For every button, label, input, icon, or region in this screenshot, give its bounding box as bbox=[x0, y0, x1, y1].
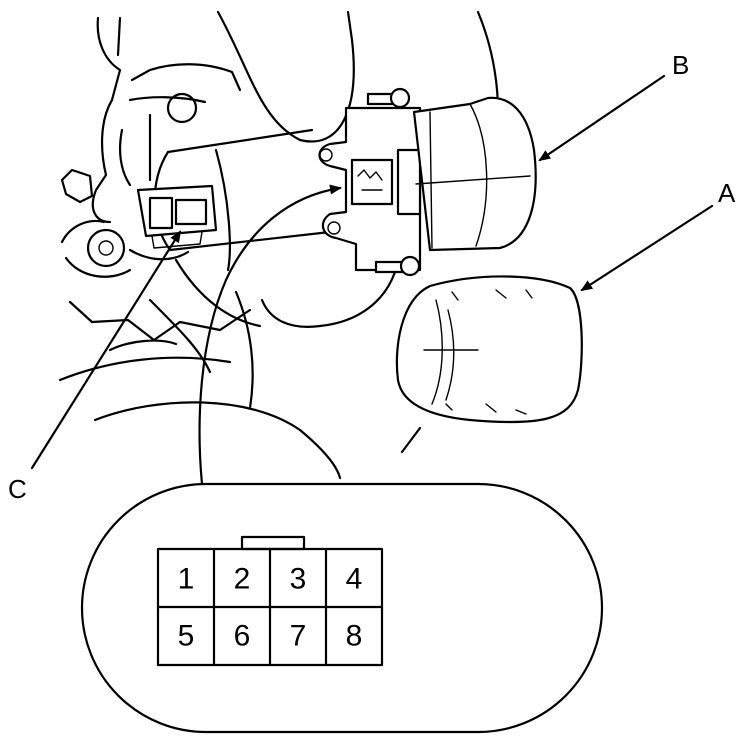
connector-locking-tab bbox=[240, 535, 306, 551]
lower-bolt bbox=[374, 255, 421, 277]
callout-a-label: A bbox=[718, 178, 736, 208]
switch-assembly bbox=[318, 87, 537, 277]
wire-to-detail bbox=[198, 184, 342, 486]
pin-2-label: 2 bbox=[234, 563, 251, 596]
pin-8-label: 8 bbox=[346, 620, 363, 653]
pin-4-label: 4 bbox=[346, 563, 363, 596]
connector-detail-view: 1 2 3 4 5 6 7 8 bbox=[80, 482, 604, 734]
upper-bolt bbox=[366, 87, 411, 109]
connector-c-part bbox=[136, 184, 218, 249]
callout-b-label: B bbox=[672, 50, 689, 80]
leader-b bbox=[538, 74, 666, 162]
pin-1-label: 1 bbox=[178, 563, 195, 596]
callout-c-label: C bbox=[8, 474, 27, 504]
cover-a-part bbox=[395, 275, 583, 424]
leader-c bbox=[30, 230, 182, 470]
pin-7-label: 7 bbox=[290, 620, 307, 653]
leader-a bbox=[580, 204, 714, 292]
connector-detail-outline bbox=[80, 482, 604, 734]
steering-column-background bbox=[58, 10, 499, 480]
pin-3-label: 3 bbox=[290, 563, 307, 596]
pin-6-label: 6 bbox=[234, 620, 251, 653]
pin-5-label: 5 bbox=[178, 620, 195, 653]
